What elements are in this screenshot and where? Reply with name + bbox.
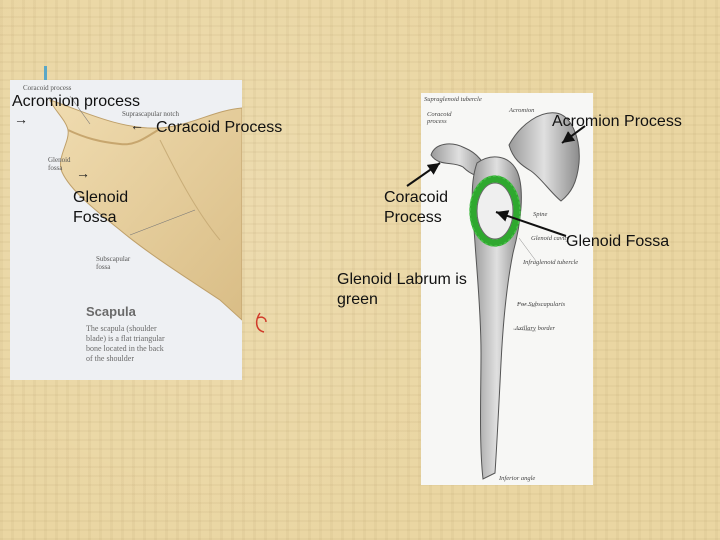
coracoid-pointer bbox=[406, 162, 441, 187]
acromion-process-label: Acromion process bbox=[12, 93, 141, 110]
scapula-lateral-image: Supraglenoid tubercle Acromion Coracoid … bbox=[421, 93, 593, 485]
acromion-small-label: Acromion bbox=[509, 107, 535, 114]
infraglenoid-tubercle-label: Infraglenoid tubercle bbox=[523, 259, 579, 266]
glenoid-labrum-highlight bbox=[469, 175, 521, 247]
glenoid-label-line1: Glenoid bbox=[73, 189, 129, 206]
red-scribble bbox=[255, 312, 267, 333]
labrum-label-line2: green bbox=[337, 291, 378, 308]
acromion-pointer bbox=[561, 125, 586, 144]
scapula-caption-text: The scapula (shoulder blade) is a flat t… bbox=[86, 324, 165, 363]
spine-label: Spine bbox=[533, 211, 548, 218]
subscapular-fossa-label: Subscapular fossa bbox=[96, 255, 131, 271]
scapula-posterior-image: Coracoid process Suprascapular notch Gle… bbox=[10, 80, 242, 380]
right-arrow-icon: → bbox=[14, 111, 28, 127]
glenoid-pointer bbox=[495, 210, 567, 237]
glenoid-label-line2: Fossa bbox=[73, 209, 117, 226]
acromion-process-right-label: Acromion Process bbox=[552, 113, 682, 130]
coracoid-right-line2: Process bbox=[384, 209, 442, 226]
coracoid-process-small-label: Coracoid process bbox=[23, 84, 72, 92]
supraglenoid-tubercle-label: Supraglenoid tubercle bbox=[424, 96, 482, 103]
subscapularis-label: For Subscapularis bbox=[517, 301, 566, 308]
inferior-angle-label: Inferior angle bbox=[499, 475, 536, 482]
coracoid-process-label: Coracoid Process bbox=[156, 119, 283, 136]
labrum-label-line1: Glenoid Labrum is bbox=[337, 271, 467, 288]
scapula-posterior-drawing bbox=[49, 95, 242, 321]
glenoid-cavity-label: Glenoid cavity bbox=[531, 235, 570, 242]
glenoid-fossa-small-label: Glenoid fossa bbox=[48, 156, 71, 172]
text-cursor bbox=[44, 66, 47, 86]
right-arrow-icon: → bbox=[76, 165, 90, 181]
scapula-lateral-drawing bbox=[430, 112, 580, 480]
scapula-caption-title: Scapula bbox=[86, 304, 136, 319]
coracoid-right-line1: Coracoid bbox=[384, 189, 449, 206]
axillary-border-label: Axillary border bbox=[515, 325, 556, 332]
coracoid-small-label: Coracoid process bbox=[427, 111, 452, 125]
glenoid-fossa-right-label: Glenoid Fossa bbox=[566, 233, 670, 250]
suprascapular-notch-label: Suprascapular notch bbox=[122, 110, 179, 118]
left-arrow-icon: ← bbox=[130, 117, 144, 133]
